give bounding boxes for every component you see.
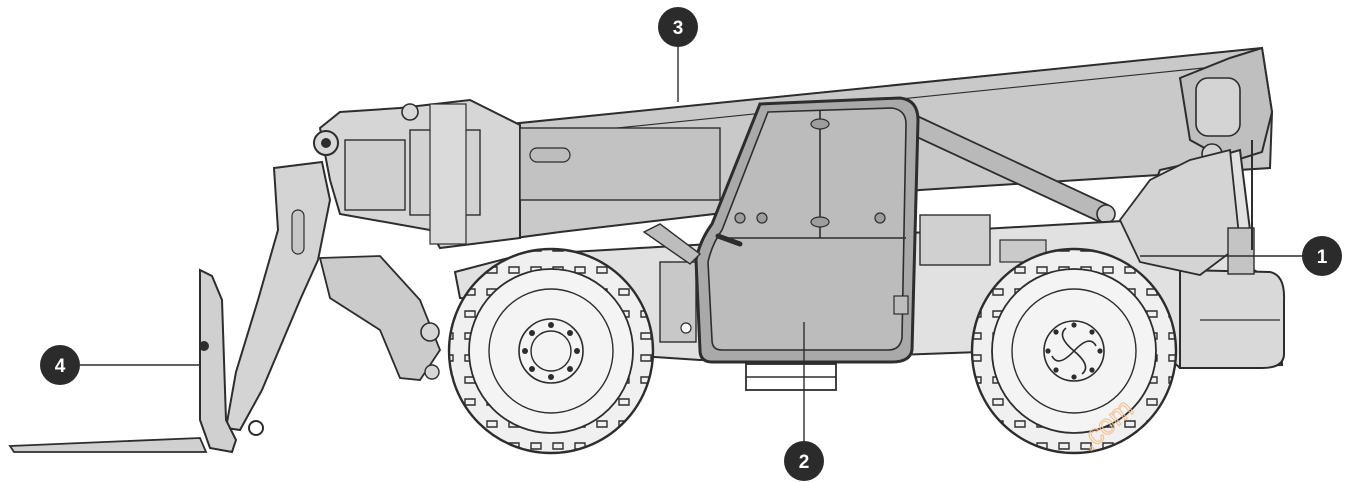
fork-carriage [199,268,238,454]
callout-4-number: 4 [55,356,66,377]
callout-1-number: 1 [1317,247,1328,268]
front-wheel [447,247,655,455]
callout-3-badge [658,7,698,47]
fork-tine [8,437,208,453]
rear-wheel [970,247,1178,455]
callout-4-badge [40,345,80,385]
cab-window [707,107,907,351]
callout-3-number: 3 [673,18,684,39]
front-attachment [8,160,442,454]
callout-2: 2 [784,322,824,481]
callout-4: 4 [40,345,200,385]
callout-1: 1 [1140,236,1342,276]
callout-2-number: 2 [799,452,810,473]
front-arm [224,160,332,432]
callout-1-badge [1302,236,1342,276]
operator-cab [642,96,920,364]
boom-pivot-tower [1118,148,1241,276]
callout-3: 3 [658,7,698,102]
counterweight [1179,268,1286,369]
callout-2-badge [784,441,824,481]
